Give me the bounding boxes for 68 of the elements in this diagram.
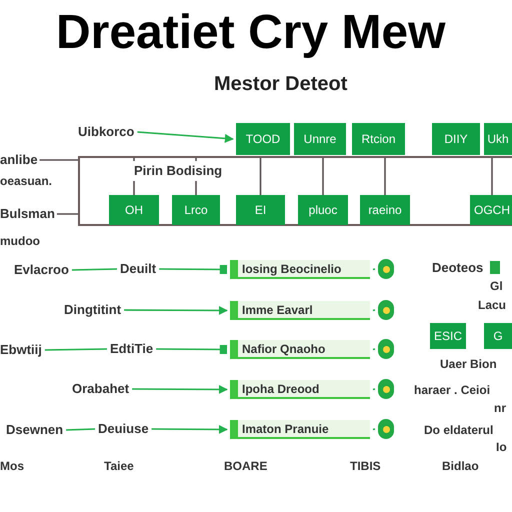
process-box: Lrco [172, 195, 220, 225]
text-label: oeasuan. [0, 173, 52, 190]
connector-line [40, 159, 79, 161]
node-label: EdtiTie [110, 341, 154, 357]
connector-line [372, 348, 376, 350]
connector-line [384, 157, 386, 195]
text-label: BOARE [224, 458, 268, 475]
connector-line [322, 157, 324, 195]
connector-line [372, 268, 376, 270]
text-label: nr [494, 400, 506, 417]
text-label: TIBIS [350, 458, 381, 475]
process-box: OH [109, 195, 159, 225]
text-label: Io [496, 439, 507, 456]
process-box: TOOD [236, 123, 290, 155]
connector-line [156, 344, 228, 354]
process-box: Ukh [484, 123, 512, 155]
diagram-title: Dreatiet Cry Mew [56, 6, 446, 60]
node-label: Bulsman [0, 206, 55, 222]
text-label: haraer . Ceioi [414, 382, 490, 399]
connector-line [491, 157, 493, 195]
process-box: Unnre [294, 123, 346, 155]
arrow [152, 424, 228, 434]
node-label: anlibe [0, 152, 38, 168]
node-label: Dingtitint [64, 302, 122, 318]
arrow [132, 384, 228, 394]
small-square [490, 261, 500, 274]
text-label: Mos [0, 458, 24, 475]
text-label: Uaer Bion [440, 356, 497, 373]
connector-line [260, 157, 262, 195]
process-box: DIIY [432, 123, 480, 155]
text-label: mudoo [0, 233, 40, 250]
arrow [124, 306, 228, 315]
text-label: Do eldaterul [424, 422, 494, 439]
highlight-bar: Nafior Qnaoho [230, 340, 370, 359]
connector-line [372, 388, 376, 390]
connector-line [66, 428, 96, 431]
highlight-bar: Iosing Beocinelio [230, 260, 370, 279]
highlight-bar: Imme Eavarl [230, 301, 370, 320]
process-box: ESIC [430, 323, 466, 349]
node-label: Uibkorco [78, 124, 134, 140]
arrow [137, 131, 234, 143]
highlight-bar: Ipoha Dreood [230, 380, 370, 399]
text-label: Mestor Deteot [214, 72, 348, 97]
node-label: Deoteos [432, 260, 484, 276]
connector-line [372, 428, 376, 430]
text-label: Taiee [104, 458, 134, 475]
connector-line [159, 264, 228, 274]
process-box: Rtcion [352, 123, 405, 155]
process-box: G [484, 323, 512, 349]
connector-line [372, 309, 376, 312]
process-box: OGCH [470, 195, 512, 225]
process-box: EI [236, 195, 285, 225]
text-label: Lacu [478, 297, 506, 314]
node-label: Dsewnen [6, 422, 64, 438]
group-frame [78, 156, 512, 226]
connector-line [72, 268, 118, 271]
node-label: Deuilt [120, 261, 156, 277]
connector-line [44, 348, 108, 351]
process-box: pluoc [298, 195, 348, 225]
text-label: Gl [490, 278, 503, 295]
highlight-bar: Imaton Pranuie [230, 420, 370, 439]
node-label: Deuiuse [98, 421, 149, 437]
text-label: Bidlao [442, 458, 479, 475]
process-box: raeino [360, 195, 410, 225]
node-label: Orabahet [72, 381, 130, 397]
connector-line [56, 213, 79, 215]
node-label: Evlacroo [14, 262, 69, 278]
node-label: Ebwtiij [0, 342, 42, 358]
